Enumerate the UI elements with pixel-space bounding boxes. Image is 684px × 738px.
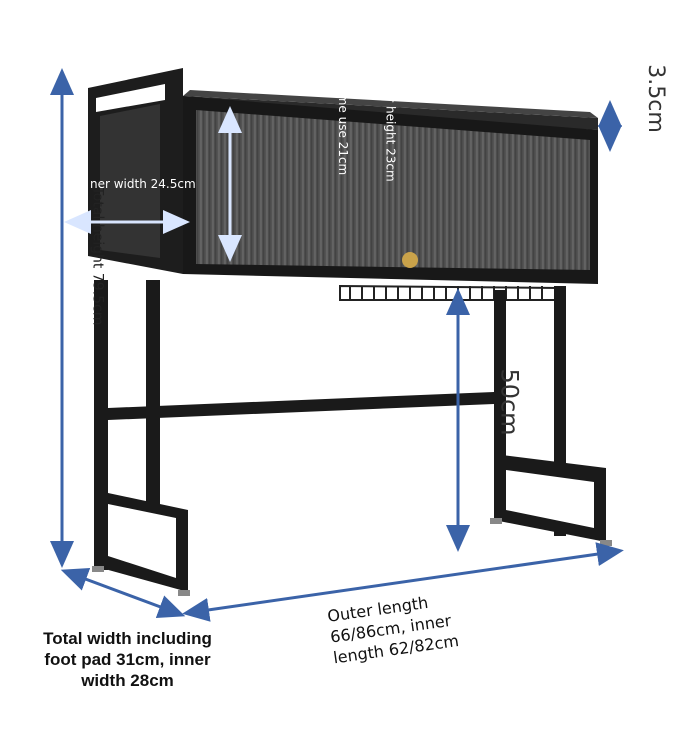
- length-arrow: [182, 542, 624, 622]
- width-line-1: Total width including: [43, 629, 212, 648]
- dimension-arrows: [50, 68, 624, 622]
- frame-legs: [92, 280, 612, 596]
- clearance-label: 50cm: [495, 368, 524, 436]
- top-rail-label: 3.5cm: [642, 64, 668, 133]
- cabinet-door: [183, 96, 598, 284]
- total-height-label: Total height 79.5cm: [89, 186, 106, 326]
- inner-dimension-arrows: [64, 106, 242, 262]
- inner-width-label: ner width 24.5cm: [90, 177, 196, 191]
- width-line-3: width 28cm: [81, 671, 174, 690]
- total-width-caption: Total width including foot pad 31cm, inn…: [10, 628, 245, 691]
- width-line-2: foot pad 31cm, inner: [44, 650, 211, 669]
- door-knob-icon: [402, 252, 418, 268]
- same-use-label: Same use 21cm: [336, 78, 351, 176]
- wire-rack: [339, 284, 561, 301]
- width-arrow: [60, 567, 186, 619]
- floor-height-label: Floor height 23cm: [383, 72, 398, 182]
